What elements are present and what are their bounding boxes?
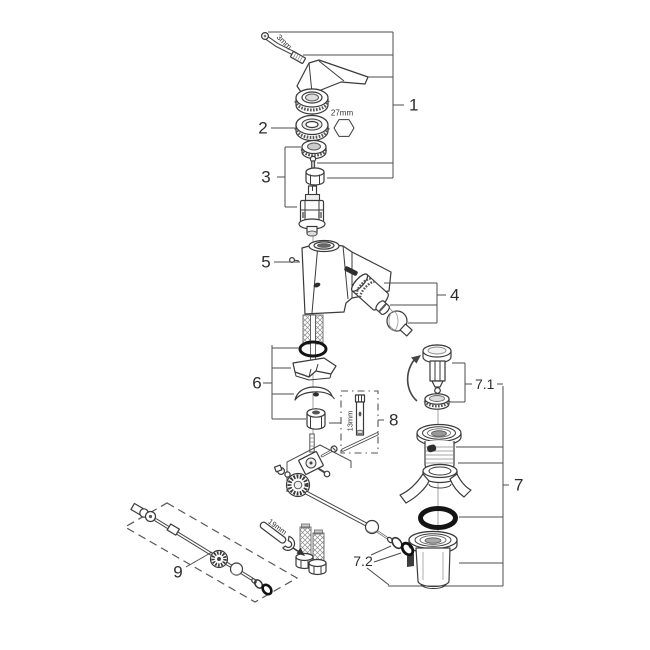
outlet-coupler — [351, 273, 389, 311]
callout-bracket-7: 7 — [388, 386, 523, 587]
retaining-screw — [309, 155, 317, 170]
callout-bracket-6: 6 — [252, 345, 306, 420]
mounting-nut — [306, 408, 326, 430]
drain-o-ring — [418, 506, 458, 530]
callout-7-2-label: 7.2 — [353, 553, 373, 569]
callout-7-1-label: 7.1 — [475, 376, 495, 392]
callout-3-label: 3 — [261, 168, 270, 187]
rod-ball — [364, 519, 380, 535]
callout-1-label: 1 — [409, 96, 418, 115]
callout-9-label: 9 — [173, 563, 182, 582]
faucet-body — [289, 239, 392, 315]
callout-5-label: 5 — [261, 253, 270, 272]
wrench-size-hex-27mm: 27mm — [331, 109, 355, 137]
spout-outlet-slot — [344, 266, 358, 276]
callout-bracket-1: 1 — [268, 31, 418, 179]
cup-tab — [407, 554, 414, 567]
mounting-ring — [294, 114, 330, 142]
callout-bracket-7-2: 7.2 — [353, 545, 402, 586]
dome-ring — [300, 139, 328, 160]
spray-ball-joint — [386, 310, 413, 337]
drain-saddle-bracket — [399, 463, 472, 504]
rotation-arrow — [406, 355, 421, 402]
socket-tool-box: 13mm — [329, 390, 379, 454]
body-o-ring — [298, 340, 328, 358]
callout-bracket-5: 5 — [261, 253, 300, 272]
arrow-head — [296, 547, 305, 556]
socket-size-label: 13mm — [346, 411, 355, 432]
popup-lever-assembly — [273, 444, 352, 498]
popup-rod-kit-box — [123, 502, 299, 603]
set-screw — [290, 51, 306, 64]
callout-bracket-2: 2 — [258, 119, 295, 138]
callout-7-label: 7 — [514, 476, 523, 495]
callout-bracket-8: 8 — [378, 411, 398, 430]
open-end-wrench: 19mm — [259, 517, 305, 556]
hex-key: 3mm — [261, 31, 298, 57]
callout-2-label: 2 — [258, 119, 267, 138]
threaded-pin — [309, 433, 315, 453]
callout-bracket-9: 9 — [173, 551, 213, 582]
mounting-foot — [294, 386, 335, 401]
center-axis-lines — [312, 96, 439, 582]
mounting-clamp — [292, 357, 337, 381]
rod-o-rings — [391, 536, 415, 557]
supply-hose-braid — [302, 314, 324, 364]
cap-ring — [294, 88, 330, 115]
callout-bracket-7-1: 7.1 — [450, 362, 503, 403]
cap-nut-size-label: 27mm — [331, 109, 354, 118]
body-port-hole — [313, 282, 321, 288]
drain-cup — [407, 530, 458, 589]
callout-8-label: 8 — [389, 411, 398, 430]
aerator-insert — [375, 300, 390, 316]
callout-4-label: 4 — [450, 286, 459, 305]
drain-strainer — [416, 423, 462, 472]
supply-hoses — [295, 523, 327, 576]
cartridge — [298, 185, 326, 237]
callout-6-label: 6 — [252, 374, 261, 393]
callout-bracket-3: 3 — [261, 146, 301, 208]
callout-bracket-4: 4 — [384, 282, 459, 324]
hose-nut — [308, 558, 327, 576]
rod-kit-assembly — [130, 502, 273, 596]
retaining-nut — [305, 167, 325, 186]
plug-seal-ring — [423, 393, 451, 410]
popup-rod — [305, 491, 394, 544]
drain-plug — [422, 344, 452, 394]
